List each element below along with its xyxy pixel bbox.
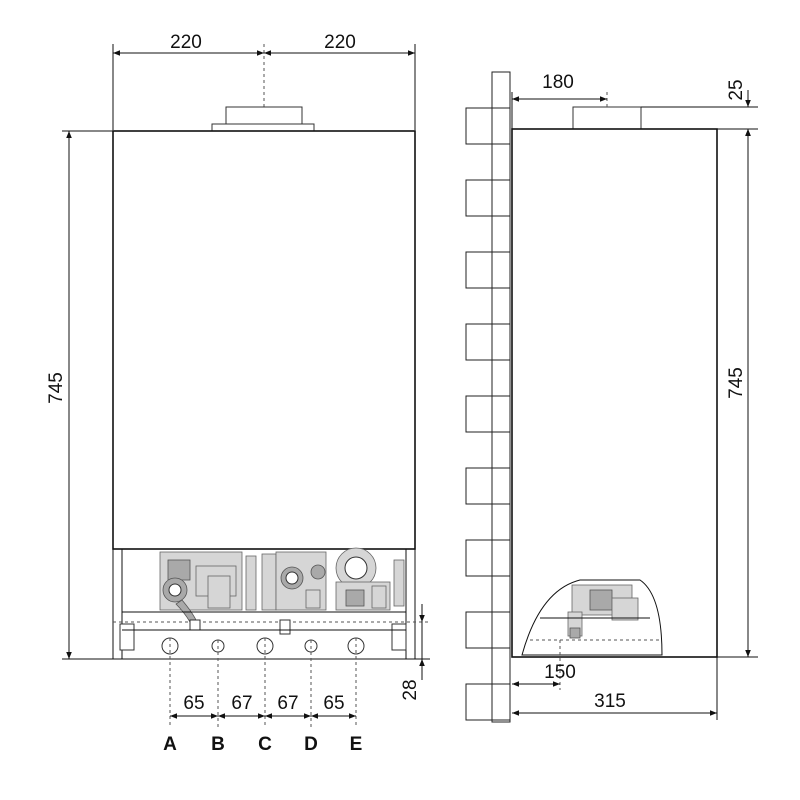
wall-brick <box>491 143 511 181</box>
connection-label-e: E <box>350 734 363 755</box>
brick-wall <box>465 71 511 723</box>
wall-brick <box>465 107 493 145</box>
dim-spacing-bc-label: 67 <box>231 693 252 714</box>
connection-label-c: C <box>258 734 272 755</box>
wall-brick <box>465 323 493 361</box>
wall-brick <box>491 611 511 649</box>
wall-brick <box>491 215 511 253</box>
connection-label-b: B <box>211 734 225 755</box>
wall-brick <box>465 251 493 289</box>
wall-brick <box>465 683 493 721</box>
wall-brick <box>491 467 511 505</box>
wall-brick <box>465 467 493 505</box>
front-view: 220 220 <box>46 32 430 755</box>
dim-depth-label: 315 <box>594 691 626 712</box>
boiler-casing-front <box>112 130 416 550</box>
wall-brick <box>491 431 511 469</box>
wall-brick <box>491 287 511 325</box>
wall-brick <box>491 71 511 109</box>
flue-pipe-side <box>572 106 642 130</box>
wall-brick <box>491 647 511 685</box>
wall-brick <box>491 251 511 289</box>
wall-brick <box>491 539 511 577</box>
wall-brick <box>465 539 493 577</box>
dim-spacing-ab-label: 65 <box>183 693 204 714</box>
dim-height-side-label: 745 <box>726 367 747 399</box>
dim-bottom-opening-label: 150 <box>544 662 576 683</box>
dim-spacing-de-label: 65 <box>323 693 344 714</box>
wall-brick <box>491 395 511 433</box>
wall-brick <box>491 107 511 145</box>
wall-brick <box>491 503 511 541</box>
wall-brick <box>465 395 493 433</box>
connection-label-a: A <box>163 734 177 755</box>
wall-brick <box>491 575 511 613</box>
dim-flue-offset-label: 180 <box>542 72 574 93</box>
dim-width-right-label: 220 <box>324 32 356 53</box>
wall-brick <box>491 359 511 397</box>
boiler-casing-side <box>511 128 718 658</box>
side-view: 180 25 745 150 315 <box>465 71 758 723</box>
dim-width-left-label: 220 <box>170 32 202 53</box>
dim-bottom-offset-label: 28 <box>400 679 421 700</box>
wall-brick <box>465 611 493 649</box>
wall-brick <box>491 683 511 721</box>
wall-brick <box>465 179 493 217</box>
dim-flue-height-label: 25 <box>726 79 747 100</box>
flue-collar <box>211 106 315 132</box>
bottom-components <box>112 547 430 660</box>
connection-label-d: D <box>304 734 318 755</box>
wall-brick <box>491 179 511 217</box>
wall-brick <box>491 719 511 723</box>
bottom-arch <box>521 579 663 656</box>
wall-brick <box>491 323 511 361</box>
dim-spacing-cd-label: 67 <box>277 693 298 714</box>
dim-height-front-label: 745 <box>46 372 67 404</box>
